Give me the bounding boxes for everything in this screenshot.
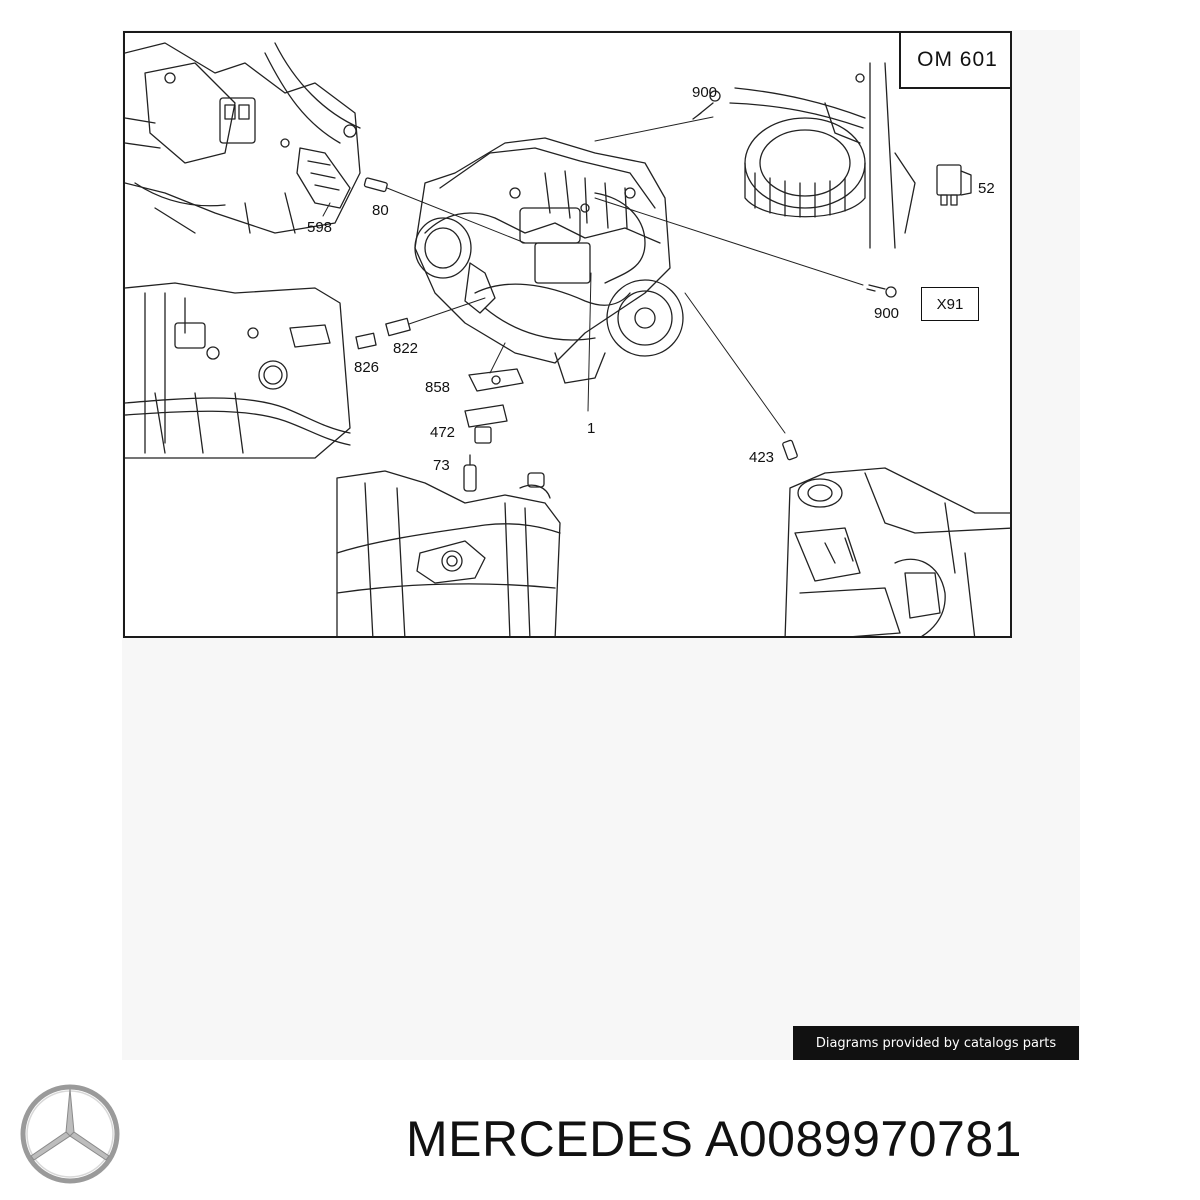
inset-bottom-right <box>784 467 1010 636</box>
main-engine <box>414 137 684 384</box>
diagram-credit-badge: Diagrams provided by catalogs parts <box>793 1026 1079 1060</box>
callout-826: 826 <box>354 359 380 376</box>
relay-52-illustration <box>936 164 972 206</box>
inset-fuel-filter <box>729 62 916 249</box>
callout-1: 1 <box>587 420 596 437</box>
callout-80: 80 <box>372 202 389 219</box>
callout-822: 822 <box>393 340 419 357</box>
connector-826-822-illustration <box>355 297 486 350</box>
callout-858: 858 <box>425 379 451 396</box>
inset-oil-pan <box>336 470 561 636</box>
callout-472: 472 <box>430 424 456 441</box>
callout-598: 598 <box>307 219 333 236</box>
inset-left-mid <box>125 282 351 459</box>
callout-900-top: 900 <box>692 84 718 101</box>
bolt-80-illustration <box>363 177 526 244</box>
callout-52: 52 <box>978 180 995 197</box>
callout-423: 423 <box>749 449 775 466</box>
part-title: MERCEDES A0089970781 <box>406 1110 1022 1168</box>
callout-73: 73 <box>433 457 450 474</box>
mercedes-star-logo-icon <box>20 1084 120 1184</box>
brand-name: MERCEDES <box>406 1111 694 1167</box>
connector-x91-label: X91 <box>921 287 979 321</box>
part-number: A0089970781 <box>705 1111 1022 1167</box>
inset-relay-area <box>125 42 361 234</box>
eyelet-900-right <box>866 284 897 298</box>
callout-900-right: 900 <box>874 305 900 322</box>
parts-diagram: OM 601 X91 900 52 598 80 900 822 826 858… <box>123 31 1012 638</box>
eyelet-900-top <box>692 90 721 120</box>
sensor-858-472-73 <box>463 368 524 492</box>
engine-illustration <box>125 42 1010 636</box>
engine-code-label: OM 601 <box>899 33 1010 89</box>
plug-423-illustration <box>782 439 798 461</box>
